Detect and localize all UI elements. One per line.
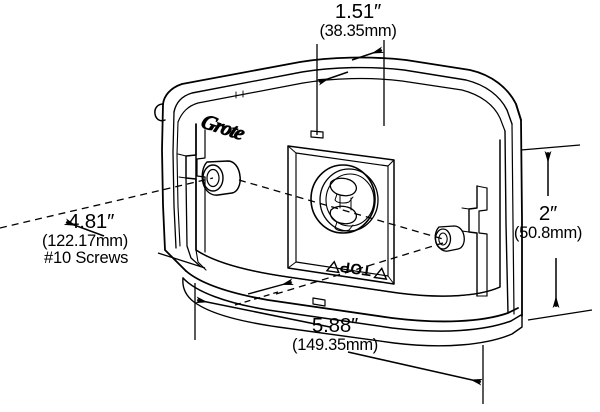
top-orientation-marking: TOP (325, 258, 388, 280)
dimension-bottom-inches: 5.88″ (311, 314, 359, 337)
dimension-label-left: 4.81″ (122.17mm) #10 Screws (40, 210, 190, 267)
dimension-label-right: 2″ (50.8mm) (500, 202, 596, 242)
dimension-label-bottom: 5.88″ (149.35mm) (240, 314, 430, 354)
dimension-right-inches: 2″ (538, 202, 558, 225)
dimension-left-4-81 (0, 177, 444, 306)
dimension-bottom-5-88 (194, 283, 484, 404)
dimension-left-metric: (122.17mm) (42, 231, 128, 250)
dimension-top-inches: 1.51″ (334, 0, 382, 23)
lamp-housing-illustration (154, 56, 523, 347)
dimension-right-metric: (50.8mm) (513, 223, 583, 242)
dimension-right-2in (520, 144, 593, 321)
dimension-left-inches: 4.81″ (68, 210, 115, 233)
dimension-left-screw-note: #10 Screws (44, 248, 129, 267)
dimension-label-top: 1.51″ (38.35mm) (298, 0, 418, 40)
dimension-top-metric: (38.35mm) (319, 21, 397, 40)
svg-text:TOP: TOP (338, 258, 372, 279)
dimension-bottom-metric: (149.35mm) (292, 335, 378, 354)
dimension-top-1-51 (316, 40, 385, 135)
